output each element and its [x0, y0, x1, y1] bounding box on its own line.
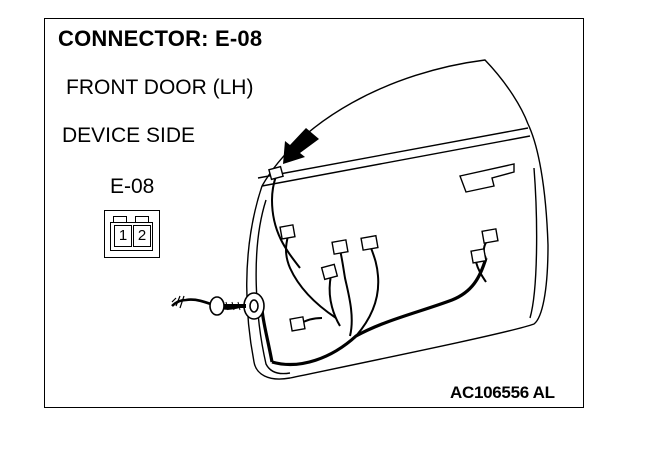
door-belt-line	[257, 127, 529, 179]
harness-connector-e	[289, 316, 306, 332]
harness-wire-ends	[171, 295, 185, 309]
harness-connector-c	[360, 234, 379, 251]
harness-branch-4	[285, 235, 337, 319]
figure-code: AC106556 AL	[450, 383, 555, 402]
diagram-title: CONNECTOR: E-08	[58, 26, 263, 51]
connector-symbol: 1 2	[104, 210, 160, 258]
door-handle-recess	[459, 163, 515, 193]
door-outer-panel	[246, 123, 549, 380]
harness-connector-a	[279, 224, 296, 240]
harness-grommet	[209, 292, 265, 320]
harness-connector-b	[331, 239, 349, 255]
door-window-frame	[261, 59, 529, 187]
harness-connector-g	[470, 248, 487, 264]
location-label: FRONT DOOR (LH)	[66, 76, 254, 99]
harness-branch-door-connector	[270, 175, 301, 269]
connector-pin-2: 2	[133, 225, 151, 247]
door-belt-line-inner	[261, 135, 531, 187]
arrow-pointer-icon	[283, 128, 319, 164]
connector-label: E-08	[110, 175, 155, 198]
connector-latch-left	[113, 216, 127, 222]
side-label: DEVICE SIDE	[62, 124, 196, 147]
connector-latch-right	[135, 216, 149, 222]
harness-branch-rear-2	[475, 261, 487, 283]
harness-connector-f	[481, 228, 499, 244]
harness-branch-2	[339, 249, 353, 337]
harness-branch-1	[355, 244, 380, 337]
connector-housing	[110, 222, 153, 251]
harness-main-trunk	[271, 257, 488, 367]
harness-connectors	[268, 165, 499, 332]
door-inner-edge	[255, 199, 291, 375]
door-rear-edge	[529, 167, 538, 319]
harness-connector-d	[320, 263, 339, 281]
connector-e08-on-door	[268, 165, 284, 181]
connector-pin-1: 1	[114, 225, 132, 247]
